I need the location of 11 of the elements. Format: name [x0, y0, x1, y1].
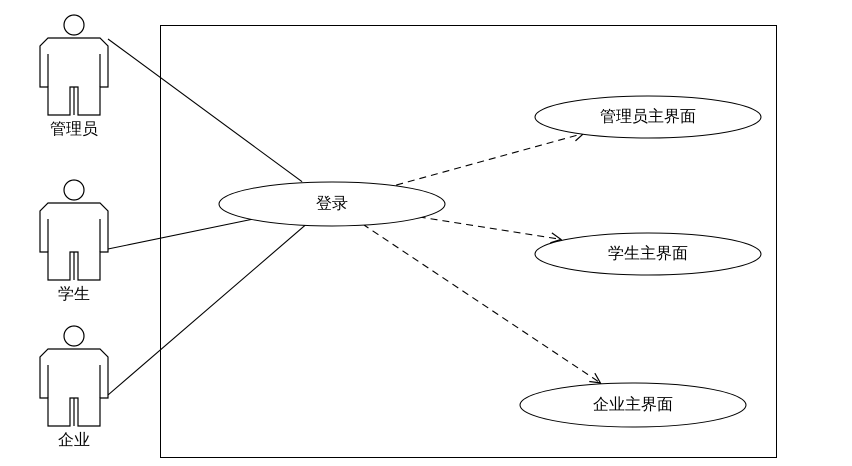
actor-label: 管理员 [50, 119, 98, 140]
use-case-label: 企业主界面 [593, 394, 673, 416]
use-case-label: 登录 [316, 194, 348, 214]
association-line [108, 38, 302, 182]
actor-label: 企业 [58, 430, 90, 451]
use-case-label: 学生主界面 [608, 244, 688, 264]
system-boundary [160, 25, 777, 458]
actor-label: 学生 [58, 284, 90, 305]
association-line [108, 224, 306, 396]
dependency-arrow [362, 224, 601, 384]
use-case-label: 管理员主界面 [600, 106, 696, 128]
